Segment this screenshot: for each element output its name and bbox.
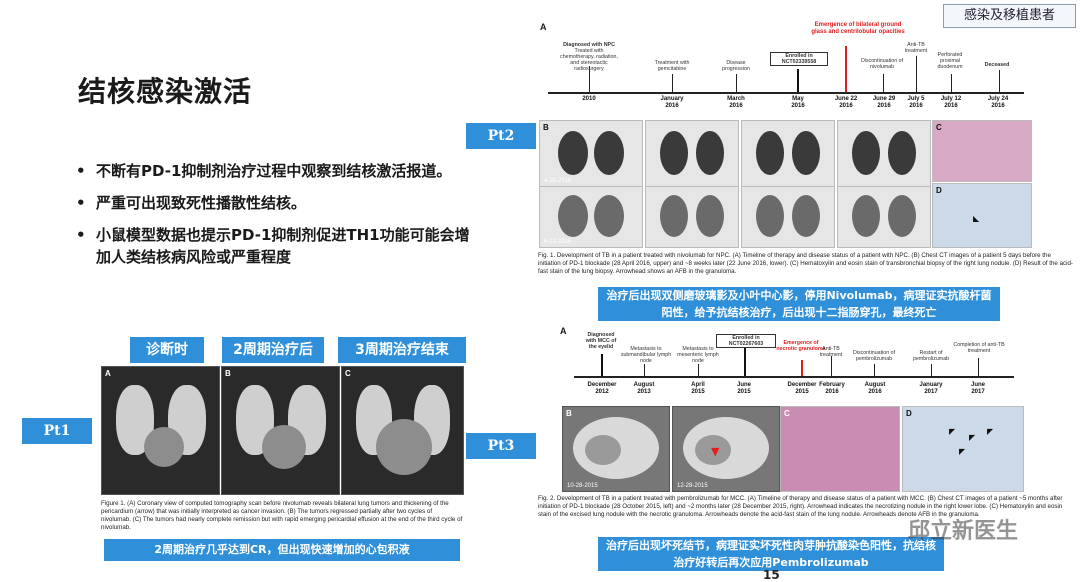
panel-letter: D — [906, 409, 912, 418]
pt1-phase-after-3-cycles: 3周期治疗结束 — [338, 337, 466, 363]
timeline-event: Treatment with gemcitabine — [654, 60, 690, 72]
ct-timestamp: 12-28-2015 — [677, 483, 708, 489]
timeline-axis — [574, 376, 1014, 378]
timeline-date: January 2017 — [919, 382, 943, 395]
timeline-date: February 2016 — [819, 382, 845, 395]
pt2-histology-he: C — [932, 120, 1032, 182]
pt3-ct-right: ▼ 12-28-2015 — [672, 406, 780, 492]
timeline-event: Diagnosed with MCC of the eyelid — [585, 332, 617, 350]
pt1-ct-image-a: A — [101, 366, 220, 495]
panel-letter: B — [566, 409, 572, 418]
timeline-event-detail: Treated with chemotherapy, radiation, an… — [560, 48, 618, 72]
pt3-ct-left: B 10-28-2015 — [562, 406, 670, 492]
pt2-ct-upper-4 — [837, 120, 931, 187]
pt1-ct-image-b: B — [221, 366, 340, 495]
ct-timestamp: 10-28-2015 — [567, 483, 598, 489]
arrowhead-icon: ▼ — [711, 445, 720, 458]
timeline-event: Restart of pembrolizumab — [912, 350, 950, 362]
pt2-summary: 治疗后出现双侧磨玻璃影及小叶中心影，停用Nivolumab，病理证实抗酸杆菌阳性… — [598, 287, 1000, 321]
pt3-figure-caption: Fig. 2. Development of TB in a patient t… — [538, 495, 1063, 518]
timeline-date: August 2013 — [633, 382, 655, 395]
bullet-list: 不断有PD-1抑制剂治疗过程中观察到结核激活报道。 严重可出现致死性播散性结核。… — [72, 160, 477, 278]
pt2-ct-upper-3 — [741, 120, 835, 187]
ct-timestamp: 6-22-2016 — [544, 239, 572, 245]
pt1-phase-after-2-cycles: 2周期治疗后 — [222, 337, 324, 363]
timeline-date: December 2015 — [787, 382, 817, 395]
timeline-axis — [548, 92, 1024, 94]
pt2-ct-upper-2 — [645, 120, 739, 187]
timeline-date: January 2016 — [660, 96, 684, 109]
panel-letter: D — [936, 186, 942, 195]
pt2-ct-lower-3 — [741, 186, 835, 248]
pt3-histology-afb: D ◤ ◤ ◤ ◤ — [902, 406, 1024, 492]
timeline-event: Anti-TB treatment — [819, 346, 843, 358]
pt3-timeline: A Diagnosed with MCC of the eyelid Decem… — [560, 326, 1060, 404]
pt1-label: Pt1 — [22, 418, 92, 444]
pt1-phase-baseline: 诊断时 — [130, 337, 204, 363]
pt2-timeline: A Diagnosed with NPC Treated with chemot… — [538, 22, 1028, 117]
panel-letter: B — [543, 123, 549, 132]
pt1-figure-caption: Figure 1. (A) Coronary view of computed … — [101, 500, 463, 531]
timeline-event-enrolled: Enrolled in NCT02267603 — [716, 334, 776, 348]
timeline-date: May 2016 — [791, 96, 805, 109]
timeline-date: July 24 2016 — [987, 96, 1009, 109]
timeline-date: March 2016 — [727, 96, 745, 109]
timeline-event: Anti-TB treatment — [904, 42, 928, 54]
pt2-ct-lower-2 — [645, 186, 739, 248]
pt2-figure-caption: Fig. 1. Development of TB in a patient t… — [538, 252, 1073, 275]
pt3-histology-he: C — [780, 406, 900, 492]
timeline-date: July 5 2016 — [907, 96, 925, 109]
timeline-event: Completion of anti-TB treatment — [953, 342, 1005, 354]
timeline-date: June 2017 — [970, 382, 985, 395]
pt2-ct-lower-1: 6-22-2016 — [539, 186, 643, 248]
panel-letter: B — [225, 369, 231, 378]
section-tag: 感染及移植患者 — [943, 4, 1076, 28]
timeline-date: June 22 2016 — [834, 96, 858, 109]
timeline-event: Disease progression — [722, 60, 750, 72]
panel-letter: A — [105, 369, 111, 378]
timeline-event: Perforated proximal duodenum — [937, 52, 963, 70]
panel-letter: C — [784, 409, 790, 418]
timeline-date: July 12 2016 — [940, 96, 962, 109]
timeline-event: Diagnosed with NPC — [563, 42, 615, 48]
pt1-ct-image-c: C — [341, 366, 464, 495]
panel-letter: A — [540, 22, 547, 32]
pt2-ct-lower-4 — [837, 186, 931, 248]
bullet-item: 不断有PD-1抑制剂治疗过程中观察到结核激活报道。 — [72, 160, 477, 182]
pt1-summary: 2周期治疗几乎达到CR，但出现快速增加的心包积液 — [104, 539, 460, 561]
timeline-event-enrolled: Enrolled in NCT02339558 — [770, 52, 828, 66]
pt2-label: Pt2 — [466, 123, 536, 149]
timeline-event: Discontinuation of nivolumab — [860, 58, 904, 70]
bullet-item: 小鼠模型数据也提示PD-1抑制剂促进TH1功能可能会增加人类结核病风险或严重程度 — [72, 224, 477, 268]
timeline-event: Deceased — [984, 62, 1010, 68]
timeline-date: June 29 2016 — [872, 96, 896, 109]
slide-title: 结核感染激活 — [78, 75, 253, 108]
timeline-date: December 2012 — [587, 382, 617, 395]
timeline-event: Discontinuation of pembrolizumab — [852, 350, 896, 362]
pt2-histology-afb: D ◣ — [932, 183, 1032, 248]
timeline-date: 2010 — [582, 96, 596, 102]
pt3-summary: 治疗后出现坏死结节，病理证实坏死性肉芽肿抗酸染色阳性，抗结核治疗好转后再次应用P… — [598, 537, 944, 571]
timeline-event-emergence: Emergence of necrotic granuloma — [776, 340, 826, 352]
timeline-date: June 2015 — [736, 382, 751, 395]
timeline-event: Metastasis to mesenteric lymph node — [677, 346, 719, 364]
panel-letter: A — [560, 326, 567, 336]
page-number: 15 — [763, 568, 780, 582]
panel-letter: C — [345, 369, 351, 378]
pt2-ct-upper-1: B 4-28-2016 — [539, 120, 643, 187]
timeline-date: April 2015 — [691, 382, 705, 395]
ct-timestamp: 4-28-2016 — [544, 178, 572, 184]
watermark: 邱立新医生 — [908, 519, 1019, 544]
bullet-item: 严重可出现致死性播散性结核。 — [72, 192, 477, 214]
timeline-date: August 2016 — [864, 382, 886, 395]
panel-letter: C — [936, 123, 942, 132]
timeline-event: Metastasis to submandibular lymph node — [620, 346, 672, 364]
arrowhead-icon: ◣ — [973, 214, 980, 223]
pt3-label: Pt3 — [466, 433, 536, 459]
arrowhead-icon: ◤ — [959, 447, 966, 456]
timeline-event-emergence: Emergence of bilateral ground glass and … — [811, 22, 905, 35]
